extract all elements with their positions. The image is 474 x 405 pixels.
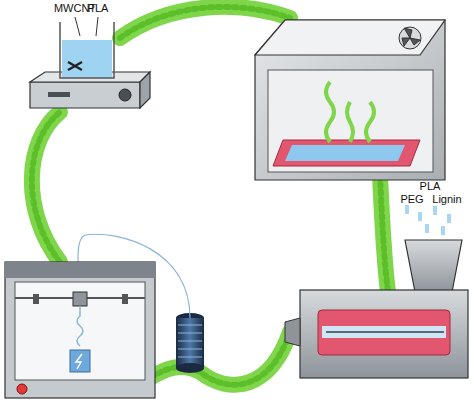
- leader-line: [75, 17, 80, 36]
- fan: [399, 27, 421, 49]
- 3d-printer: [5, 262, 155, 398]
- fibers: [326, 82, 374, 142]
- leader-line: [96, 17, 98, 36]
- beaker: [60, 17, 114, 78]
- material-label: PLA: [88, 2, 109, 14]
- material-label: Lignin: [432, 193, 461, 205]
- material-label: PEG: [400, 193, 423, 205]
- drying-hood: [255, 20, 445, 180]
- additive-drops: [405, 205, 451, 235]
- extruder: [285, 205, 468, 378]
- stir-bar: [68, 62, 82, 70]
- material-label: PLA: [420, 180, 441, 192]
- power-button: [17, 384, 27, 394]
- filament-spool: [176, 313, 204, 373]
